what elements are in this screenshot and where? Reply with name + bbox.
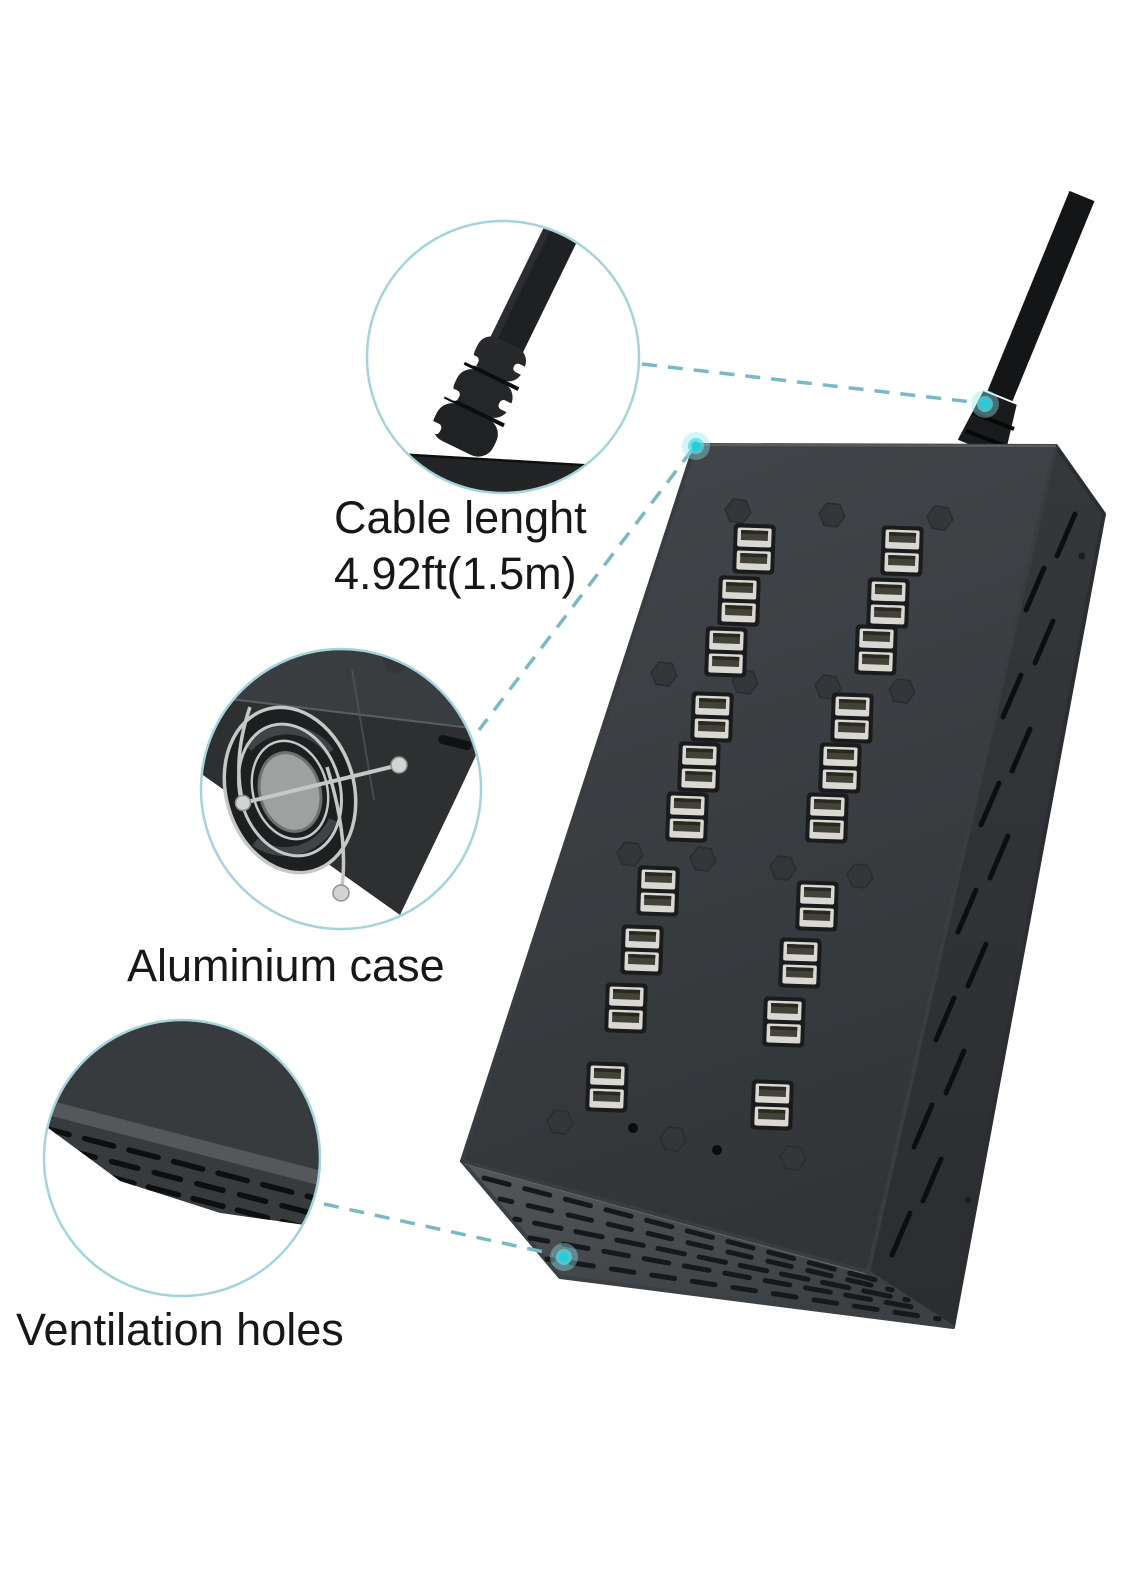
- aluminium-case-label: Aluminium case: [127, 940, 445, 991]
- fan-closeup-circle: [199, 647, 483, 931]
- vents-closeup-circle: [42, 1018, 322, 1298]
- ventilation-holes-label: Ventilation holes: [16, 1304, 344, 1355]
- cable-length-line2: 4.92ft(1.5m): [334, 548, 577, 599]
- glow-dot-vents: [550, 1243, 578, 1271]
- led-indicator-dot: [628, 1123, 638, 1133]
- power-cable: [957, 190, 1095, 459]
- cable-length-label: Cable lenght 4.92ft(1.5m): [334, 490, 587, 602]
- side-screw: [964, 1196, 972, 1204]
- cable-closeup-circle: [365, 219, 641, 495]
- cable-strain-relief: [423, 221, 590, 457]
- side-screw: [1078, 552, 1086, 560]
- bottom-vent-slots: [481, 1175, 942, 1322]
- cable-length-line1: Cable lenght: [334, 492, 587, 543]
- dashed-connectors: [323, 362, 973, 1256]
- top-edge-highlight: [694, 443, 1057, 448]
- glow-dots: [550, 390, 999, 1271]
- side-vent-slats: [889, 511, 1078, 1258]
- connector-case: [477, 448, 694, 732]
- connector-cable: [641, 362, 973, 404]
- glow-dot-cable: [971, 390, 999, 418]
- led-indicator-dot: [712, 1145, 722, 1155]
- cooling-fan: [222, 705, 408, 902]
- connector-vents: [323, 1202, 554, 1256]
- glow-dot-corner: [682, 432, 710, 460]
- charging-hub: [460, 190, 1106, 1329]
